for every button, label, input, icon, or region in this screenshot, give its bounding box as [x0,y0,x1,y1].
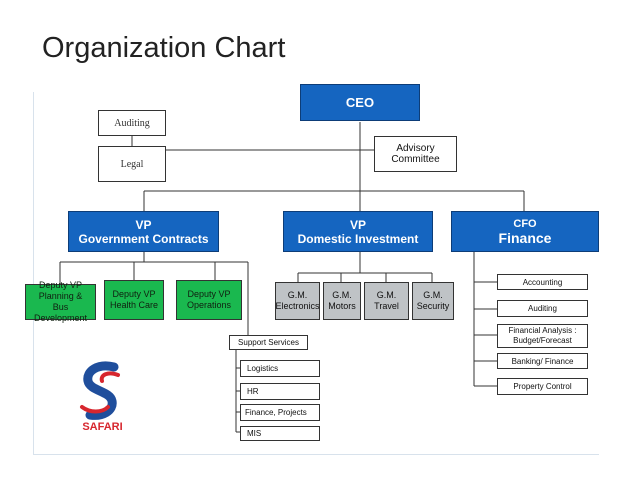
cfo-line2: Finance [498,229,552,246]
deputy-vp-operations-box: Deputy VP Operations [176,280,242,320]
support-item-finance-projects: Finance, Projects [240,404,320,421]
safari-logo-text: SAFARI [82,421,122,433]
cfo-finance-box: CFO Finance [451,211,599,252]
support-item-logistics: Logistics [240,360,320,377]
deputy-vp-planning-box: Deputy VP Planning & Bus Development [25,280,96,323]
gm-line: Security [416,301,450,311]
gm-travel-box: G.M. Travel [364,282,409,320]
finance-item-label: Property Control [513,382,572,391]
vp-gov-line1: VP [135,217,152,232]
advisory-label-line1: Advisory [396,143,435,154]
finance-item-financial-analysis: Financial Analysis : Budget/Forecast [497,324,588,348]
deputy-line: Deputy VP [187,289,231,299]
vp-dom-line1: VP [349,217,366,232]
support-item-label: HR [247,387,259,396]
frame-bottom-line [33,454,599,455]
gm-line: G.M. [423,290,443,300]
finance-item-label: Auditing [528,304,557,313]
vp-gov-line2: Government Contracts [78,231,209,246]
deputy-vp-health-care-box: Deputy VP Health Care [104,280,164,320]
ceo-label: CEO [345,95,375,110]
support-item-mis: MIS [240,426,320,441]
support-item-hr: HR [240,383,320,400]
finance-item-banking: Banking/ Finance [497,353,588,369]
gm-security-box: G.M. Security [412,282,454,320]
auditing-box: Auditing [98,110,166,136]
gm-electronics-box: G.M. Electronics [275,282,320,320]
advisory-label-line2: Committee [391,154,440,165]
frame-left-line [33,92,34,454]
gm-line: G.M. [332,290,352,300]
page-title: Organization Chart [42,32,286,64]
safari-logo-icon: SAFARI [68,355,137,434]
gm-line: Motors [328,301,356,311]
cfo-line1: CFO [513,217,537,230]
finance-item-auditing: Auditing [497,300,588,317]
vp-government-contracts-box: VP Government Contracts [68,211,219,252]
support-item-label: Logistics [247,364,279,373]
support-item-label: MIS [247,429,262,438]
gm-line: Electronics [275,301,320,311]
gm-line: G.M. [287,290,308,300]
gm-motors-box: G.M. Motors [323,282,361,320]
ceo-box: CEO [300,84,420,121]
vp-domestic-investment-box: VP Domestic Investment [283,211,433,252]
support-services-box: Support Services [229,335,308,350]
finance-item-label: Budget/Forecast [513,336,572,345]
deputy-line: Operations [186,300,232,310]
support-services-label: Support Services [238,338,299,347]
deputy-line: Deputy VP [38,280,83,290]
auditing-label: Auditing [114,117,150,129]
legal-box: Legal [98,146,166,182]
deputy-line: Bus Development [33,302,88,323]
gm-line: Travel [374,301,399,311]
finance-item-label: Banking/ Finance [511,356,574,366]
deputy-line: Deputy VP [112,289,156,299]
safari-logo: SAFARI [68,355,137,434]
advisory-committee-box: Advisory Committee [374,136,457,172]
finance-item-property-control: Property Control [497,378,588,395]
finance-item-accounting: Accounting [497,274,588,290]
finance-item-label: Accounting [522,277,563,287]
deputy-line: Planning & [38,291,83,301]
support-item-label: Finance, Projects [245,408,307,417]
vp-dom-line2: Domestic Investment [297,231,419,246]
finance-item-label: Financial Analysis : [508,326,577,335]
gm-line: G.M. [376,290,397,300]
deputy-line: Health Care [109,300,159,310]
legal-label: Legal [120,158,144,170]
